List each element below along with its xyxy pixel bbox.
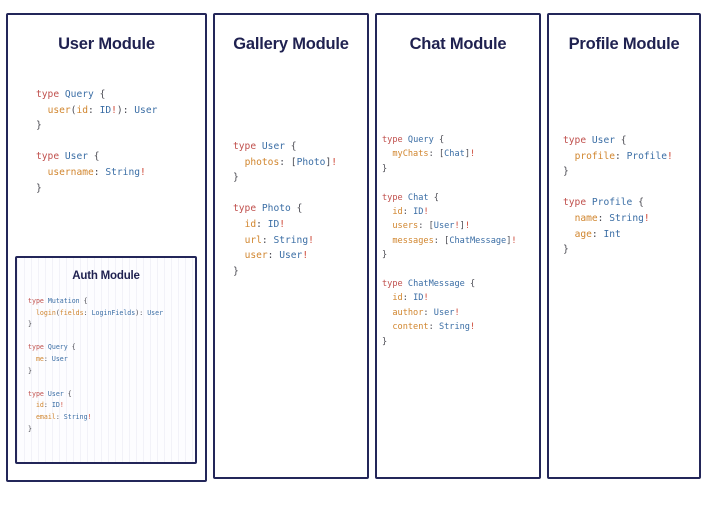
module-card-user[interactable]: User Module type Query { user(id: ID!): … [6, 13, 207, 482]
module-title: Profile Module [568, 35, 680, 53]
module-card-chat[interactable]: Chat Module type Query { myChats: [Chat]… [375, 13, 541, 479]
schema-code-gallery: type User { photos: [Photo]! } type Phot… [233, 141, 338, 277]
module-card-gallery[interactable]: Gallery Module type User { photos: [Phot… [213, 13, 369, 479]
module-title: Chat Module [409, 35, 507, 53]
schema-code-profile: type User { profile: Profile! } type Pro… [563, 135, 673, 256]
module-card-profile[interactable]: Profile Module type User { profile: Prof… [547, 13, 701, 479]
schema-code-user: type Query { user(id: ID!): User } type … [36, 89, 158, 194]
schema-code-chat: type Query { myChats: [Chat]! } type Cha… [382, 135, 517, 347]
module-title: Gallery Module [233, 35, 349, 53]
schema-code-auth: type Mutation { login(fields: LoginField… [28, 297, 164, 433]
module-title: User Module [58, 35, 155, 53]
module-card-auth[interactable]: Auth Module type Mutation { login(fields… [15, 256, 197, 464]
nested-module-title: Auth Module [72, 270, 140, 282]
